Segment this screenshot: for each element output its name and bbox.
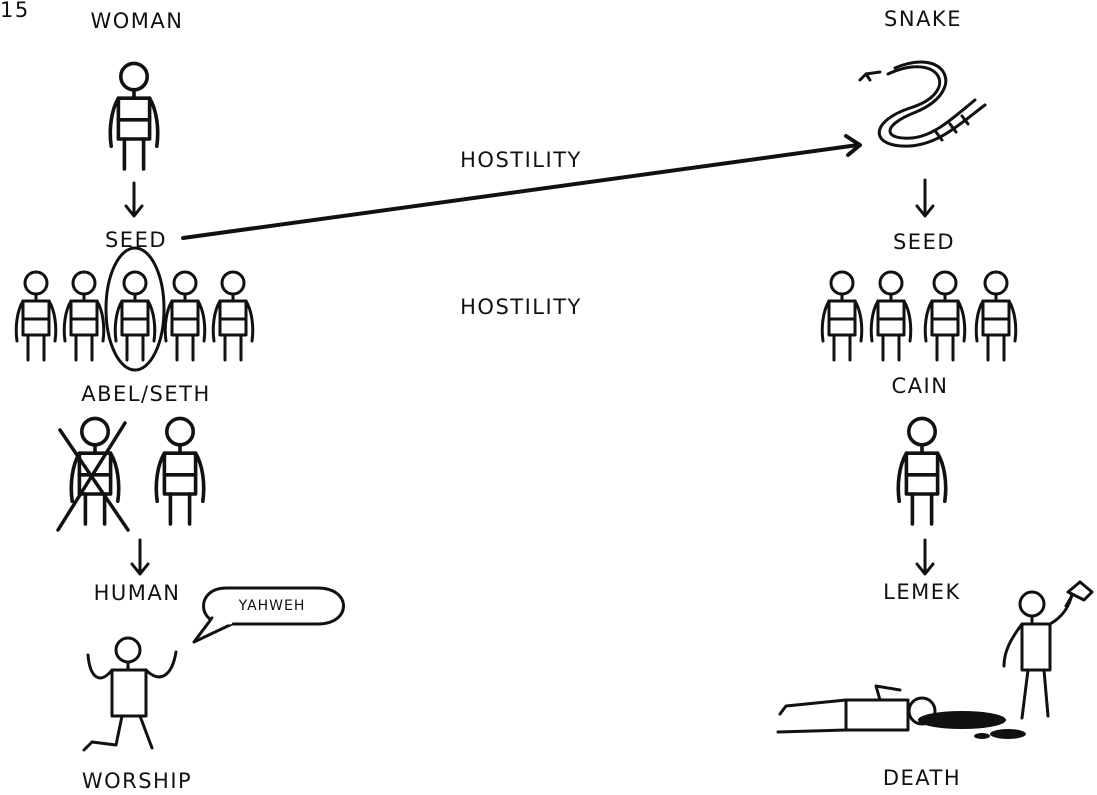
lemek-attacker-figure xyxy=(1002,580,1094,720)
arrow-snake-to-seed xyxy=(915,178,935,218)
label-hostility-top: HOSTILITY xyxy=(460,148,582,172)
label-death: DEATH xyxy=(882,766,962,790)
snake-drawing xyxy=(858,60,987,148)
label-woman: WOMAN xyxy=(90,9,184,33)
arrow-cain-to-lemek xyxy=(915,538,935,576)
label-abel-seth: ABEL/SETH xyxy=(81,382,211,406)
speech-bubble xyxy=(192,586,345,644)
worship-figure xyxy=(82,636,178,752)
abel-cross-mark xyxy=(56,421,130,532)
death-victim-figure xyxy=(776,684,937,734)
corner-number: 15 xyxy=(0,0,30,22)
arrow-woman-to-seed xyxy=(124,181,144,218)
blood-pool xyxy=(918,711,1026,739)
seth-figure xyxy=(154,416,206,526)
label-lemek: LEMEK xyxy=(883,580,961,604)
woman-seed-group xyxy=(14,270,255,362)
chosen-seed-ellipse xyxy=(104,246,166,372)
label-worship: WORSHIP xyxy=(81,769,193,793)
label-seed-right: SEED xyxy=(892,230,956,254)
label-human: HUMAN xyxy=(93,581,181,605)
hostility-arrow xyxy=(181,134,862,240)
label-snake: SNAKE xyxy=(884,7,962,31)
woman-figure xyxy=(108,61,160,171)
speech-bubble-text: YAHWEH xyxy=(238,598,306,614)
label-cain: CAIN xyxy=(891,374,949,398)
snake-seed-group xyxy=(820,270,1018,362)
arrow-seth-to-human xyxy=(130,538,150,576)
label-hostility-middle: HOSTILITY xyxy=(460,295,582,319)
cain-figure xyxy=(896,416,948,526)
label-seed-left: SEED xyxy=(104,228,168,252)
